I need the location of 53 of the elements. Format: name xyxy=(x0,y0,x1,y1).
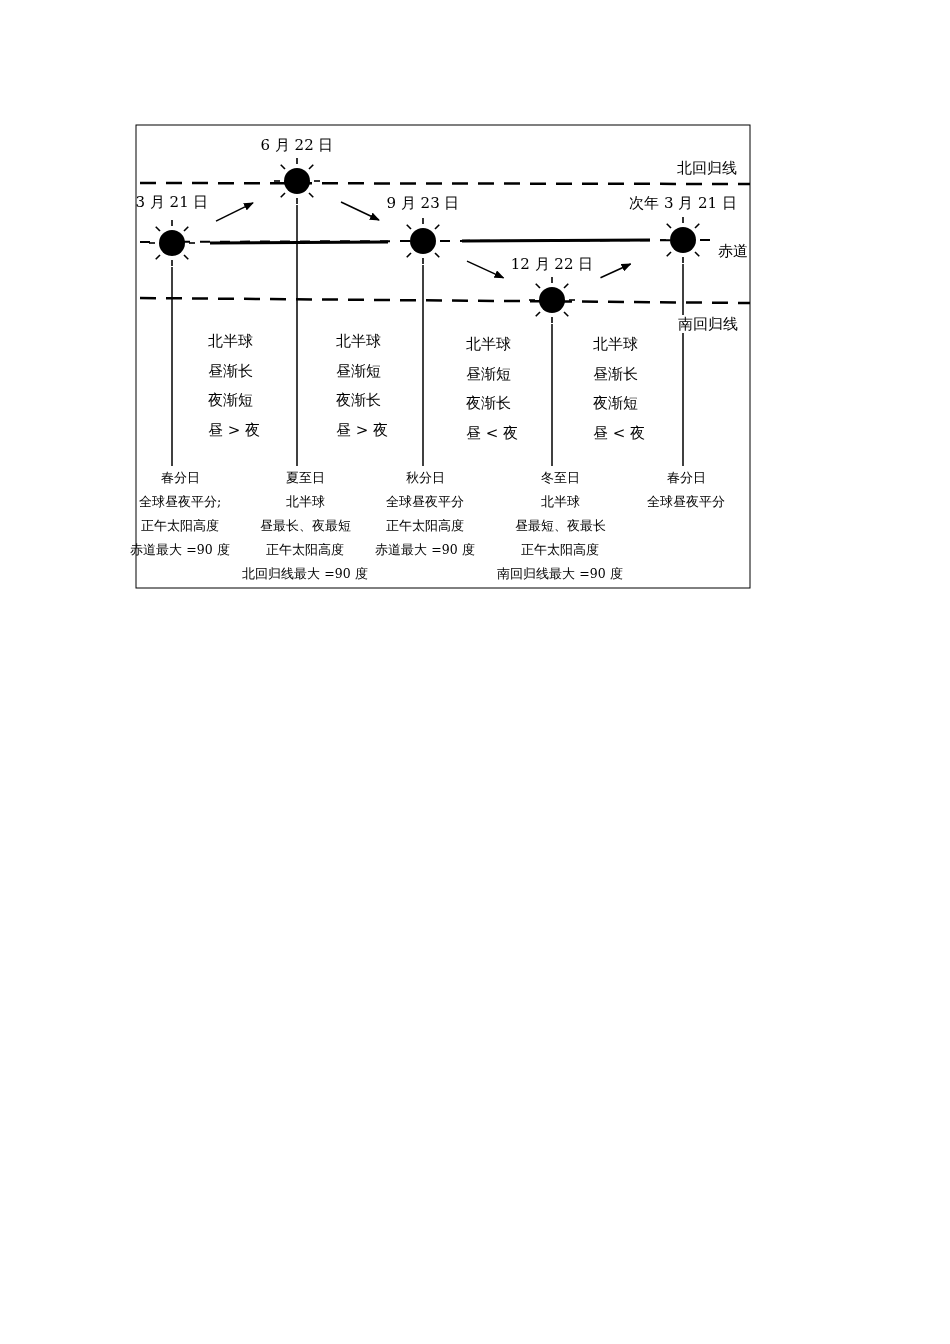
description-text: 北半球 xyxy=(284,493,326,511)
latitude-label: 赤道 xyxy=(718,242,748,260)
connector-line xyxy=(422,264,424,467)
date-label: 次年 3 月 21 日 xyxy=(628,194,738,212)
description-text: 昼最长、夜最短 xyxy=(258,517,352,535)
date-label: 3 月 21 日 xyxy=(134,193,210,211)
connector-line xyxy=(296,204,298,467)
description-text: 正午太阳高度 xyxy=(140,517,220,535)
description-text: 北半球 xyxy=(539,493,581,511)
description-text: 南回归线最大 =90 度 xyxy=(496,565,624,583)
description-text: 秋分日 xyxy=(404,469,446,487)
description-text: 正午太阳高度 xyxy=(385,517,465,535)
arrow xyxy=(340,201,380,221)
season-note: 昼渐短 xyxy=(336,362,381,380)
season-note: 夜渐短 xyxy=(593,394,638,412)
season-note: 昼 > 夜 xyxy=(208,421,261,439)
season-note: 北半球 xyxy=(466,335,511,353)
description-text: 春分日 xyxy=(665,469,707,487)
latitude-label: 南回归线 xyxy=(678,315,738,333)
arrow xyxy=(599,263,632,279)
description-text: 昼最短、夜最长 xyxy=(513,517,607,535)
season-note: 北半球 xyxy=(336,332,381,350)
latitude-label: 北回归线 xyxy=(677,159,737,177)
season-note: 昼 < 夜 xyxy=(466,424,519,442)
description-text: 全球昼夜平分 xyxy=(385,493,465,511)
description-text: 全球昼夜平分; xyxy=(137,493,223,511)
season-note: 昼 < 夜 xyxy=(593,424,646,442)
description-text: 赤道最大 =90 度 xyxy=(129,541,231,559)
season-note: 夜渐长 xyxy=(336,391,381,409)
description-text: 冬至日 xyxy=(539,469,581,487)
description-text: 正午太阳高度 xyxy=(265,541,345,559)
date-label: 9 月 23 日 xyxy=(385,194,461,212)
season-note: 昼 > 夜 xyxy=(336,421,389,439)
description-text: 全球昼夜平分 xyxy=(646,493,726,511)
season-note: 昼渐长 xyxy=(593,365,638,383)
season-note: 昼渐长 xyxy=(208,362,253,380)
date-label: 6 月 22 日 xyxy=(259,136,335,154)
date-label: 12 月 22 日 xyxy=(509,255,595,273)
description-text: 赤道最大 =90 度 xyxy=(374,541,476,559)
connector-line xyxy=(682,263,684,467)
description-text: 北回归线最大 =90 度 xyxy=(241,565,369,583)
description-text: 正午太阳高度 xyxy=(520,541,600,559)
connector-line xyxy=(551,323,553,467)
description-text: 夏至日 xyxy=(284,469,326,487)
arrow xyxy=(466,260,505,279)
season-note: 北半球 xyxy=(593,335,638,353)
season-note: 夜渐长 xyxy=(466,394,511,412)
season-note: 夜渐短 xyxy=(208,391,253,409)
connector-line xyxy=(171,266,173,467)
season-note: 北半球 xyxy=(208,332,253,350)
season-note: 昼渐短 xyxy=(466,365,511,383)
arrow xyxy=(215,202,254,222)
description-text: 春分日 xyxy=(159,469,201,487)
